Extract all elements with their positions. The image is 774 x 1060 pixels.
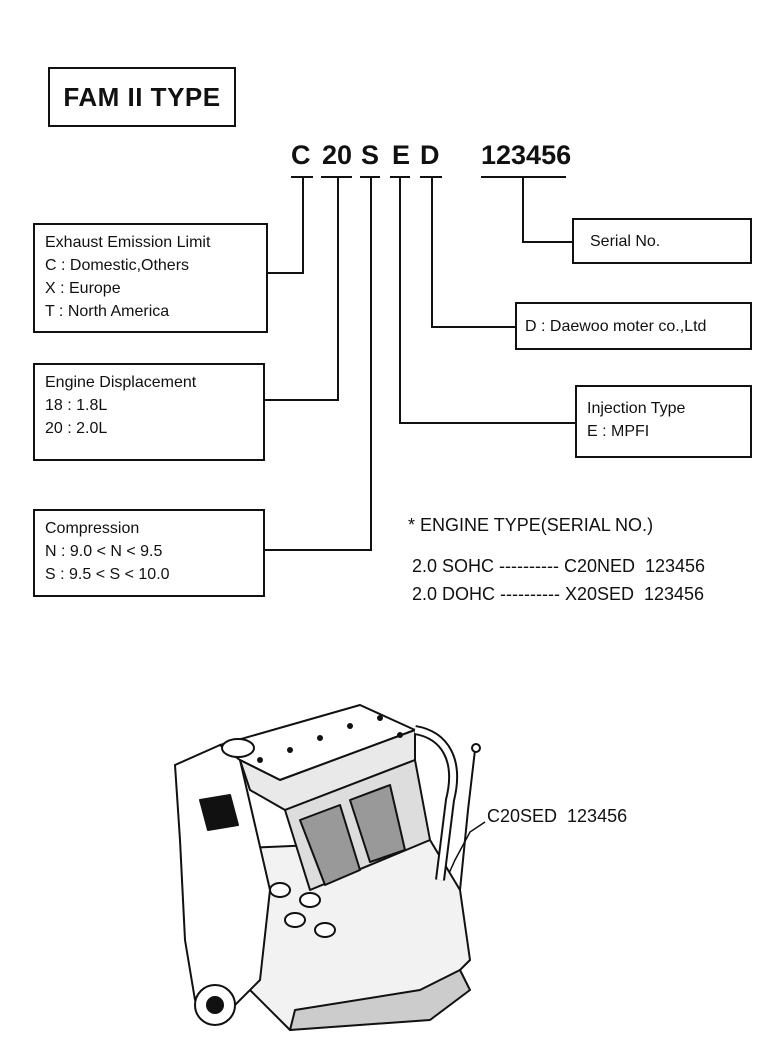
title-text: FAM II TYPE [63,81,221,112]
code-serial-number: 123456 [481,140,572,170]
emission-limit-box: Exhaust Emission Limit C : Domestic,Othe… [33,223,268,333]
engine-displacement-box: Engine Displacement 18 : 1.8L 20 : 2.0L [33,363,265,461]
compression-heading: Compression [45,520,140,537]
injection-heading: Injection Type [587,400,686,417]
engine-type-row-sohc: 2.0 SOHC ---------- C20NED 123456 [412,556,706,576]
engine-type-row-dohc: 2.0 DOHC ---------- X20SED 123456 [412,584,705,604]
code-letter-s: S [361,140,380,170]
emission-line-c: C : Domestic,Others [45,257,190,274]
code-letter-d: D [420,140,440,170]
emission-line-x: X : Europe [45,280,121,297]
emission-line-t: T : North America [45,303,170,320]
maker-label: D : Daewoo moter co.,Ltd [525,317,707,335]
code-digits-20: 20 [322,140,353,170]
page-title: FAM II TYPE [48,67,236,127]
displacement-heading: Engine Displacement [45,374,197,391]
code-letter-c: C [291,140,311,170]
compression-box: Compression N : 9.0 < N < 9.5 S : 9.5 < … [33,509,265,597]
maker-box: D : Daewoo moter co.,Ltd [515,302,752,350]
emission-heading: Exhaust Emission Limit [45,234,211,251]
engine-type-heading: * ENGINE TYPE(SERIAL NO.) [408,515,654,535]
injection-line-e: E : MPFI [587,423,650,440]
compression-line-n: N : 9.0 < N < 9.5 [45,543,163,560]
displacement-line-20: 20 : 2.0L [45,420,108,437]
engine-serial-label: C20SED 123456 [487,806,628,826]
compression-line-s: S : 9.5 < S < 10.0 [45,566,170,583]
code-letter-e: E [392,140,411,170]
serial-no-box: Serial No. [572,218,752,264]
injection-type-box: Injection Type E : MPFI [575,385,752,458]
engine-illustration [174,704,481,1031]
serial-no-label: Serial No. [590,232,661,250]
displacement-line-18: 18 : 1.8L [45,397,108,414]
